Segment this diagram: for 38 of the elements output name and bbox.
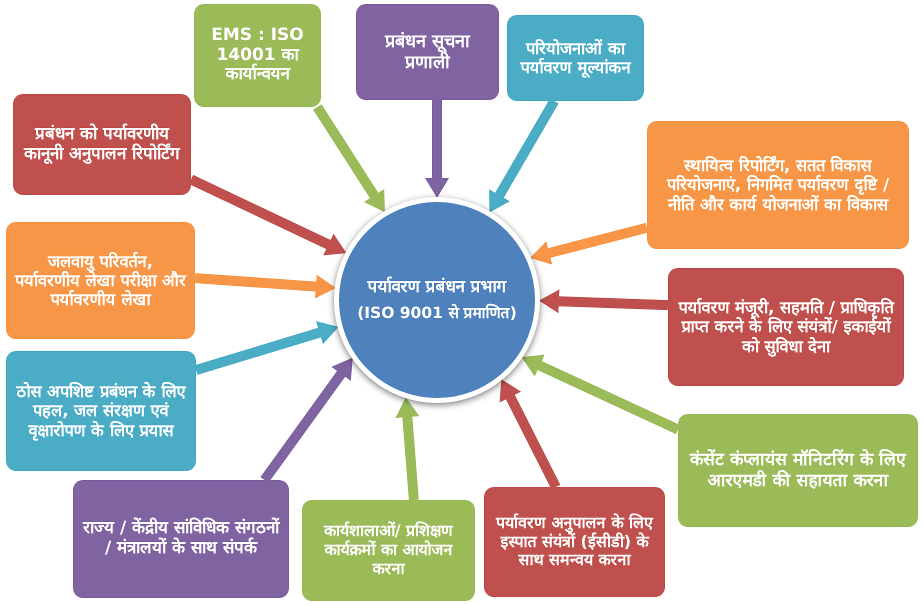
arrow xyxy=(539,289,668,314)
arrow xyxy=(313,104,385,212)
arrow xyxy=(500,379,560,490)
activity-text: स्थायित्व रिपोर्टिंग, सतत विकास परियोजनाएं, निगमित पर्यावरण दृष्टि / नीति और कार्य योजनाओं का विकास xyxy=(666,156,890,214)
arrow xyxy=(395,397,420,500)
arrow xyxy=(194,321,339,375)
arrow xyxy=(530,222,648,265)
activity-text: पर्यावरण अनुपालन के लिए इस्पात संयंत्रों (ईसीडी) के साथ समन्वय करना xyxy=(494,514,654,570)
arrow xyxy=(489,98,559,212)
arrow xyxy=(194,273,336,299)
hub-title: पर्यावरण प्रबंधन प्रभाग xyxy=(368,278,506,298)
activity-box xyxy=(6,222,195,339)
arrow xyxy=(260,358,353,483)
activity-text: प्रबंधन को पर्यावरणीय कानूनी अनुपालन रिपोर्टिंग xyxy=(22,124,182,164)
activity-box xyxy=(73,480,289,598)
arrow xyxy=(188,174,346,256)
activity-box xyxy=(13,94,191,195)
arrow xyxy=(522,354,680,434)
activity-text: कार्यशालाओं/ प्रशिक्षण कार्यक्रमों का आयोजन करना xyxy=(322,522,454,579)
activity-box xyxy=(668,268,904,386)
activity-box xyxy=(484,487,665,597)
activity-box xyxy=(356,4,499,100)
activity-box xyxy=(678,414,918,527)
activity-text: EMS : ISO 14001 का कार्यान्वयन xyxy=(210,26,305,86)
activity-text: पर्यावरण मंजूरी, सहमति / प्राधिकृति प्राप्त करने के लिए संयंत्रों/ इकाईयों को सुविधा देना xyxy=(677,298,896,356)
certification-note: (ISO 9001 से प्रमाणित) xyxy=(357,304,517,322)
arrow xyxy=(425,100,449,198)
activity-text: परियोजनाओं का पर्यावरण मूल्यांकन xyxy=(519,38,632,78)
activity-text: राज्य / केंद्रीय सांविधिक संगठनों / मंत्रालयों के साथ संपर्क xyxy=(82,519,281,559)
activity-box xyxy=(302,500,475,601)
activity-text: प्रबंधन सूचना प्रणाली xyxy=(384,30,472,74)
activity-text: जलवायु परिवर्तन, पर्यावरणीय लेखा परीक्षा और पर्यावरणीय लेखा xyxy=(14,252,188,310)
activity-box xyxy=(507,15,644,101)
activity-box xyxy=(6,351,196,471)
activity-box xyxy=(647,121,909,249)
activity-box xyxy=(194,4,321,107)
activity-text: कंसेंट कंप्लायंस मॉनिटरिंग के लिए आरएमडी की सहायता करना xyxy=(688,450,908,491)
activity-text: ठोस अपशिष्ट प्रबंधन के लिए पहल, जल संरक्षण एवं वृक्षारोपण के लिए प्रयास xyxy=(15,382,188,440)
